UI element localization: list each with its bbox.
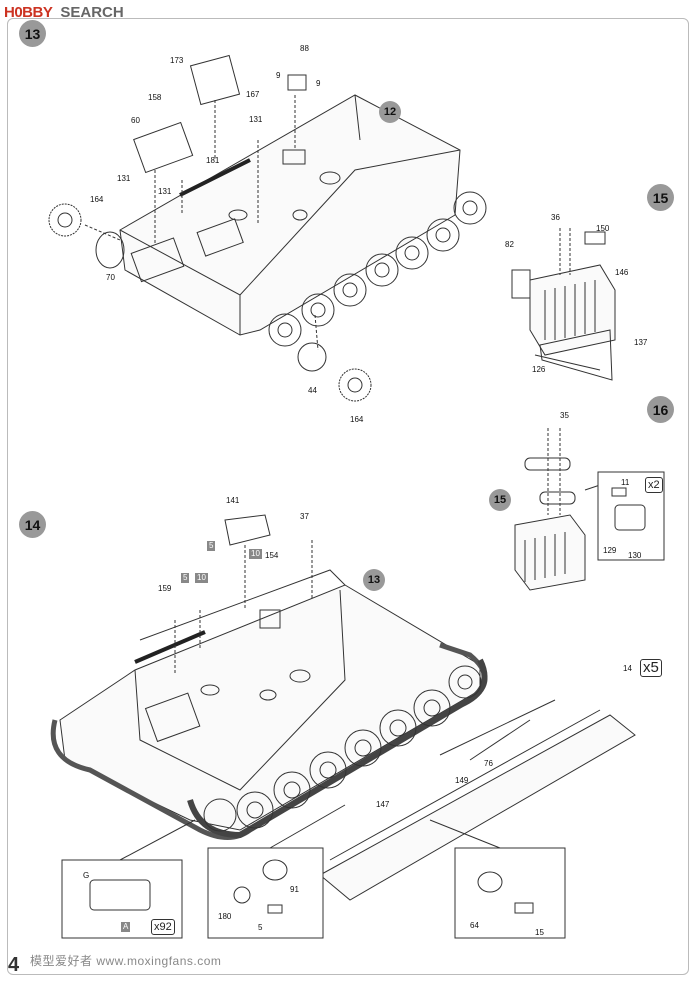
part-callout: 159 [158,584,172,593]
step16-inset-drawing [611,487,646,531]
part-callout: 60 [131,116,140,125]
part-callout: 131 [249,115,263,124]
part-callout: 137 [634,338,648,347]
part-callout: 9 [316,79,321,88]
part-callout: 158 [148,93,162,102]
part-callout: 180 [218,912,232,921]
part-callout: 131 [117,174,131,183]
part-callout: 35 [560,411,569,420]
logo-text: SEARCH [60,3,124,21]
step-13-badge: 13 [19,20,46,47]
part-callout: 164 [90,195,104,204]
part-callout: 11 [621,478,630,487]
part-callout: 131 [158,187,172,196]
paint-step-box: 5 [181,573,190,583]
logo-mark: H0BBY [4,3,53,21]
part-callout: 88 [300,44,309,53]
quantity-badge: x92 [151,919,175,935]
step-13-ref-badge: 13 [363,569,385,591]
step-15-ref-badge: 15 [489,489,511,511]
step13-hull-drawing [84,54,461,351]
paint-step-box: A [121,922,131,932]
part-callout: 15 [535,928,544,937]
step15-muffler-drawing [511,228,616,381]
page-number: 4 [8,954,20,976]
step16-exhaust-drawing [514,428,601,591]
step14-tracks [50,642,488,840]
step14-fender-drawing [319,699,636,901]
paint-step-box: 10 [249,549,262,559]
step-12-ref-badge: 12 [379,101,401,123]
part-callout: G [83,871,90,880]
part-callout: 141 [226,496,240,505]
part-callout: 149 [455,776,469,785]
part-callout: 36 [551,213,560,222]
part-callout: 44 [308,386,317,395]
part-callout: 130 [628,551,642,560]
step14-vehicle-drawing [59,514,481,831]
page-frame [7,18,689,975]
step-14-badge: 14 [19,511,46,538]
part-callout: 126 [532,365,546,374]
part-callout: 64 [470,921,479,930]
site-header: H0BBY SEARCH [4,2,124,22]
part-callout: 91 [290,885,299,894]
part-callout: 76 [484,759,493,768]
inset-drawings [89,859,534,914]
quantity-badge: x2 [645,477,663,493]
step-15-badge: 15 [647,184,674,211]
part-callout: 82 [505,240,514,249]
part-callout: 37 [300,512,309,521]
part-callout: 173 [170,56,184,65]
part-callout: 129 [603,546,617,555]
part-callout: 147 [376,800,390,809]
part-callout: 181 [206,156,220,165]
part-callout: 167 [246,90,260,99]
part-callout: 14 [623,664,632,673]
step-16-badge: 16 [647,396,674,423]
part-callout: 146 [615,268,629,277]
paint-step-box: 5 [207,541,216,551]
part-callout: 5 [258,923,263,932]
step13-road-wheels [48,191,487,402]
part-callout: 150 [596,224,610,233]
part-callout: 70 [106,273,115,282]
part-callout: 154 [265,551,279,560]
watermark: 模型爱好者 www.moxingfans.com [30,954,222,968]
paint-step-box: 10 [195,573,208,583]
part-callout: 9 [276,71,281,80]
part-callout: 164 [350,415,364,424]
quantity-badge: x5 [640,659,662,677]
